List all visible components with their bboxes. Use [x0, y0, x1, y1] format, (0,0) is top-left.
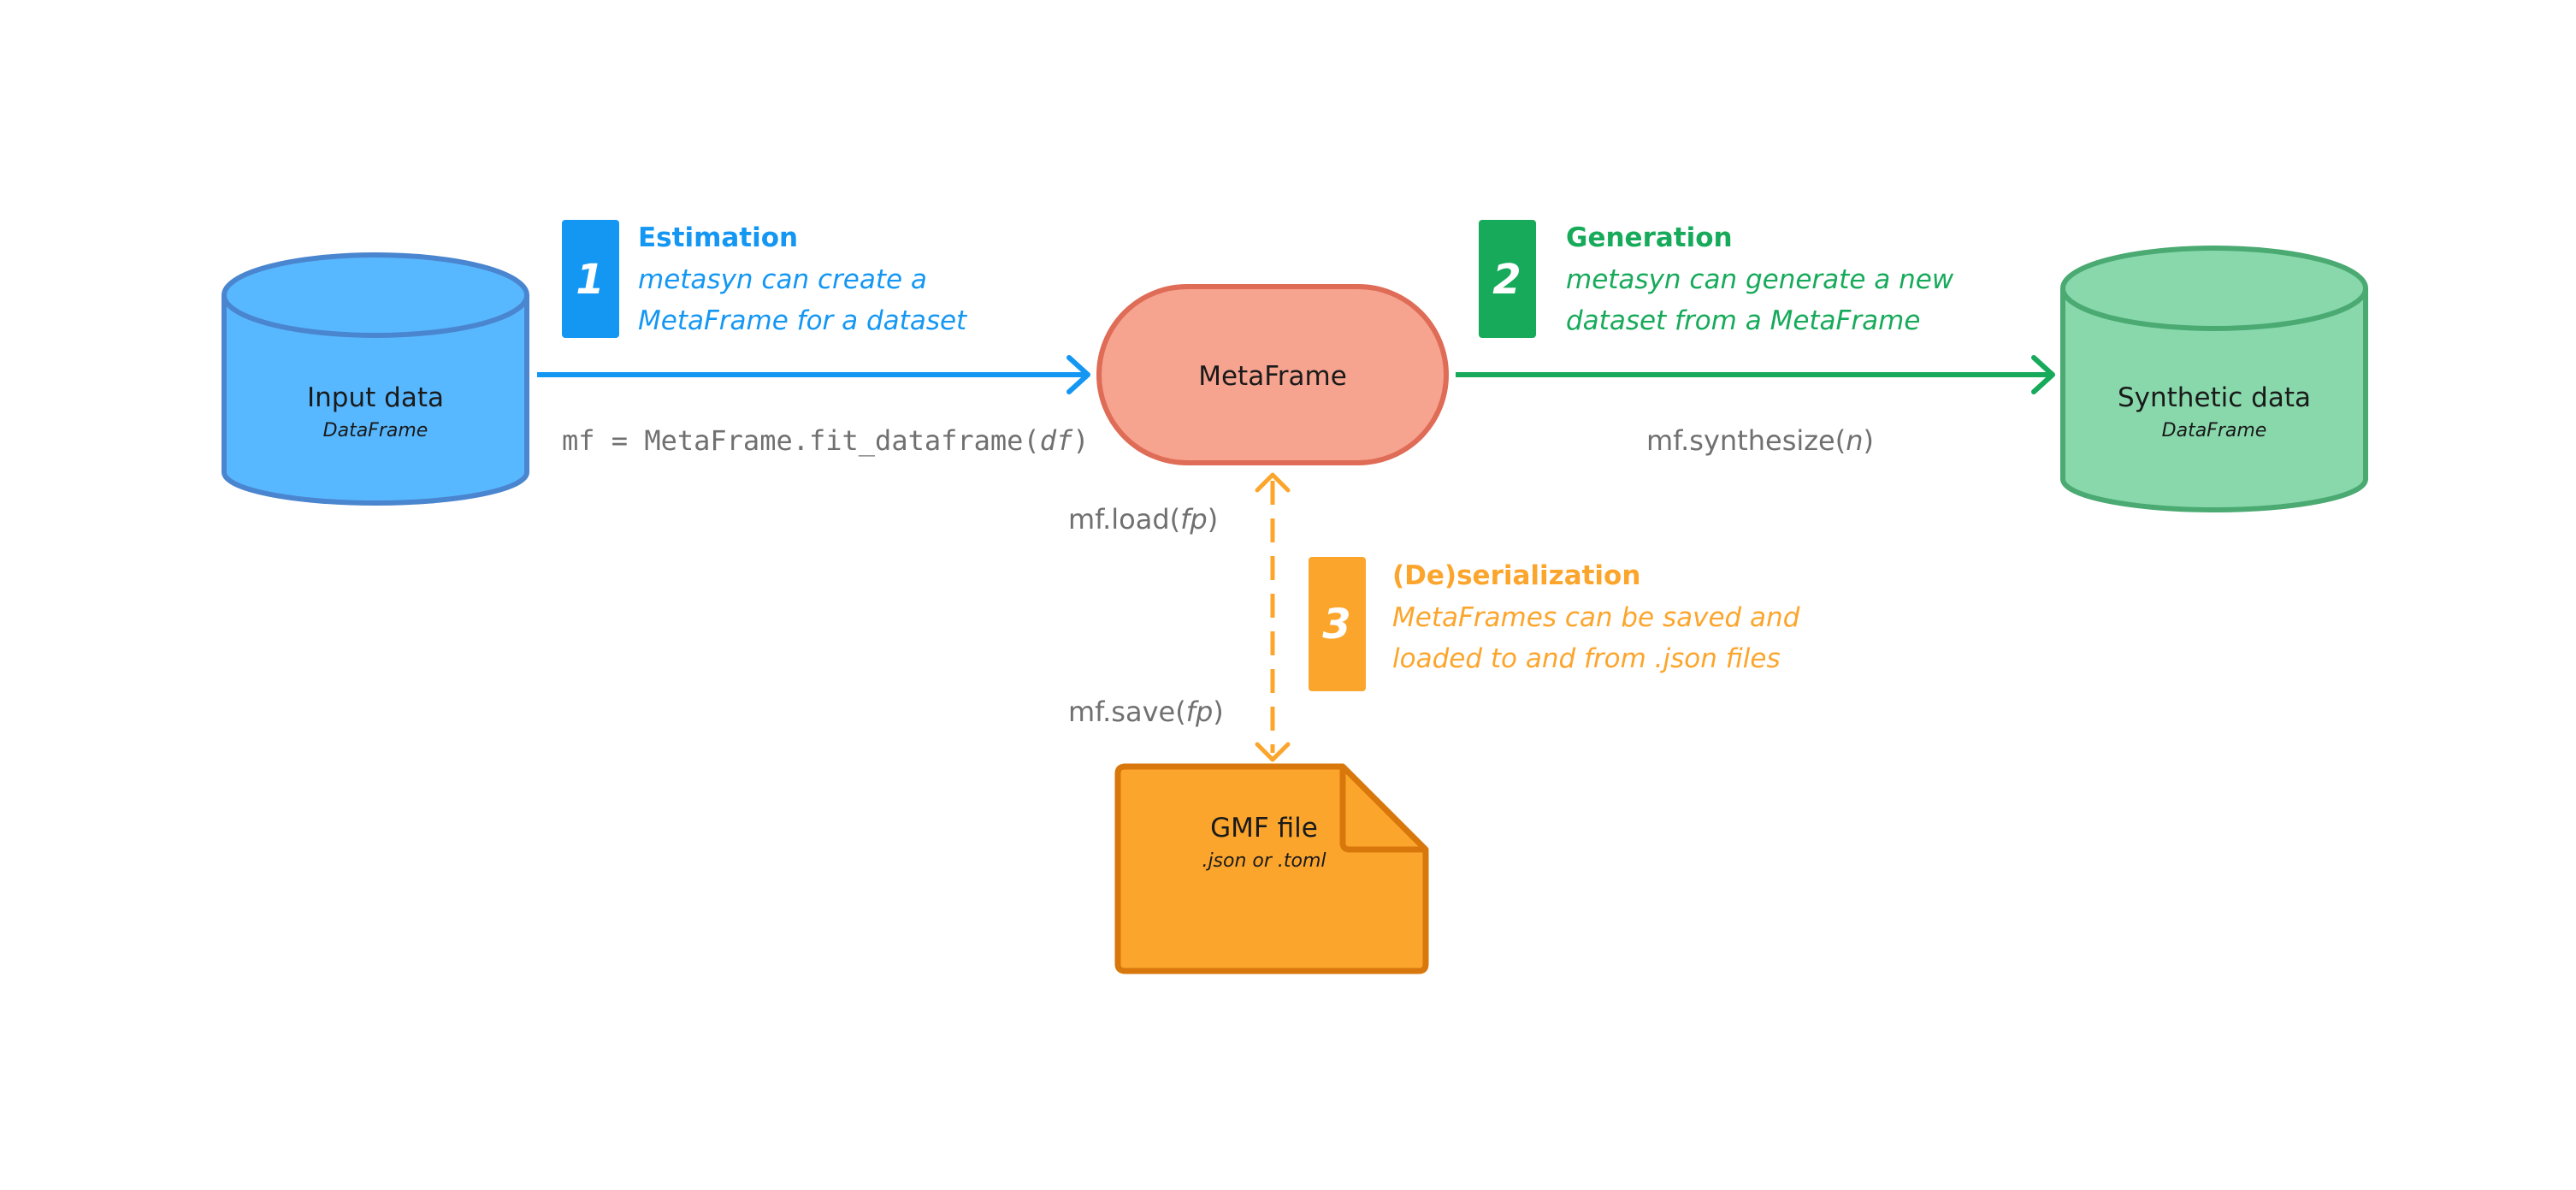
synthetic-data-node: Synthetic data DataFrame	[2060, 246, 2368, 512]
save-code: mf.save(fp)	[1068, 696, 1224, 728]
serialization-badge-number: 3	[1322, 601, 1350, 648]
fit-dataframe-code: mf = MetaFrame.fit_dataframe(df)	[562, 424, 1090, 457]
synthetic-data-subtitle: DataFrame	[2162, 420, 2267, 441]
input-data-node: Input data DataFrame	[222, 252, 529, 506]
serialization-title: (De)serialization	[1392, 560, 1640, 591]
metaframe-node: MetaFrame	[1096, 284, 1449, 465]
generation-arrow	[1456, 355, 2055, 394]
generation-description-line-1: metasyn can generate a new	[1566, 264, 1954, 295]
generation-badge-number: 2	[1492, 256, 1521, 304]
estimation-step: 1 Estimation metasyn can create a MetaFr…	[562, 220, 968, 338]
input-data-cylinder-top	[222, 252, 529, 338]
serialization-arrow	[1255, 472, 1291, 762]
generation-step: 2 Generation metasyn can generate a new …	[1479, 220, 1954, 338]
estimation-title: Estimation	[638, 222, 798, 253]
load-code: mf.load(fp)	[1068, 503, 1218, 536]
fit-code-arg: df	[1040, 424, 1073, 457]
fit-code-prefix: mf = MetaFrame.fit_dataframe(	[562, 424, 1040, 457]
gmf-file-subtitle: .json or .toml	[1202, 850, 1326, 872]
estimation-badge-number: 1	[576, 256, 604, 304]
synthetic-data-title: Synthetic data	[2118, 382, 2311, 413]
gmf-file-node: GMF file .json or .toml	[1114, 763, 1429, 974]
generation-description-line-2: dataset from a MetaFrame	[1566, 305, 1920, 336]
gmf-file-folded-corner	[1339, 767, 1426, 853]
estimation-description-line-1: metasyn can create a	[638, 264, 927, 295]
serialization-description-line-2: loaded to and from .json files	[1392, 643, 1781, 674]
load-code-prefix: mf.load(	[1068, 503, 1180, 536]
estimation-arrow	[537, 355, 1090, 394]
synthesize-code-arg: n	[1846, 424, 1863, 457]
save-code-suffix: )	[1213, 696, 1223, 728]
synthetic-data-cylinder-top	[2060, 246, 2368, 331]
metaframe-title: MetaFrame	[1198, 361, 1347, 392]
serialization-badge	[1309, 557, 1366, 691]
estimation-description-line-2: MetaFrame for a dataset	[638, 305, 968, 336]
input-data-subtitle: DataFrame	[323, 420, 428, 441]
generation-title: Generation	[1566, 222, 1733, 253]
fit-code-suffix: )	[1072, 424, 1089, 457]
save-code-arg: fp	[1186, 696, 1214, 728]
estimation-badge	[562, 220, 619, 338]
gmf-file-document-icon	[1114, 763, 1429, 974]
serialization-description-line-1: MetaFrames can be saved and	[1392, 602, 1800, 633]
load-code-suffix: )	[1208, 503, 1218, 536]
serialization-step: 3 (De)serialization MetaFrames can be sa…	[1309, 557, 1800, 691]
gmf-file-title: GMF file	[1210, 813, 1318, 844]
load-code-arg: fp	[1180, 503, 1208, 536]
save-code-prefix: mf.save(	[1068, 696, 1186, 728]
synthesize-code: mf.synthesize(n)	[1646, 424, 1874, 457]
synthesize-code-prefix: mf.synthesize(	[1646, 424, 1846, 457]
input-data-title: Input data	[307, 382, 444, 413]
metaframe-box	[1096, 284, 1449, 465]
synthetic-data-cylinder-body	[2060, 288, 2368, 512]
generation-badge	[1479, 220, 1536, 338]
synthesize-code-suffix: )	[1864, 424, 1874, 457]
input-data-cylinder-body	[222, 295, 529, 506]
